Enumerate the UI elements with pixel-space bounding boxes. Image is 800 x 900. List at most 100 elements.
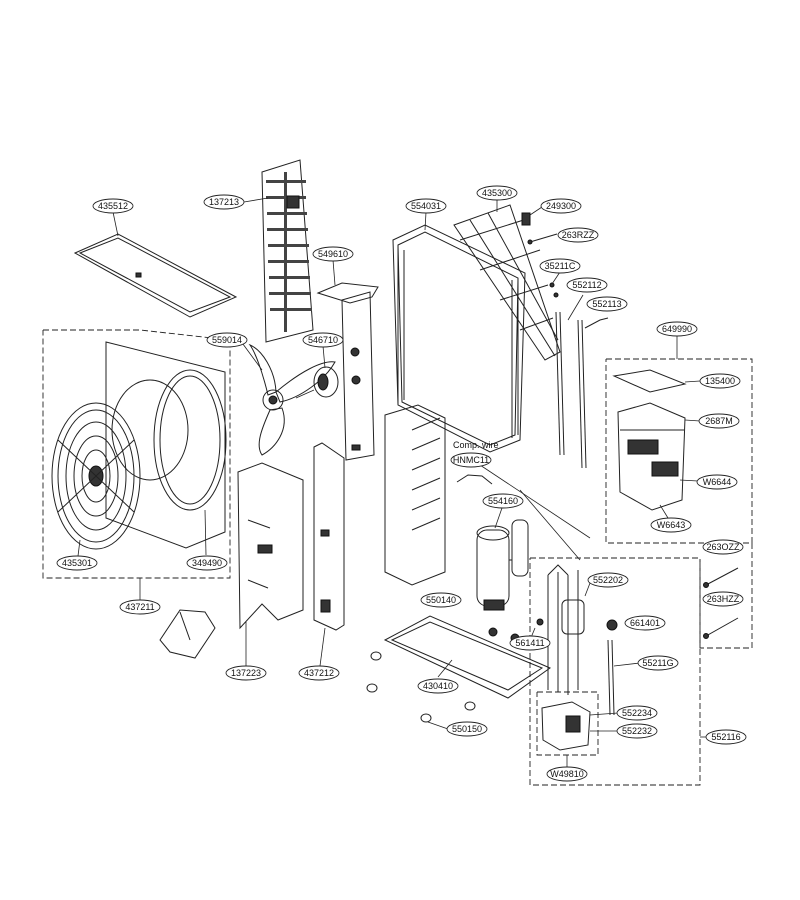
svg-text:Comp. wire: Comp. wire bbox=[453, 440, 499, 450]
svg-text:137213: 137213 bbox=[209, 197, 239, 207]
terminal-box bbox=[541, 701, 591, 751]
rear-wire-guard bbox=[453, 204, 561, 361]
callout-552116: 552116 bbox=[705, 729, 747, 745]
svg-text:435301: 435301 bbox=[62, 558, 92, 568]
callout-135400: 135400 bbox=[699, 373, 741, 389]
motor-bracket bbox=[316, 282, 379, 461]
svg-text:435512: 435512 bbox=[98, 201, 128, 211]
condenser-coil bbox=[392, 224, 526, 453]
front-shroud bbox=[105, 341, 227, 549]
callout-w6644: W6644 bbox=[696, 474, 738, 490]
partition-plate bbox=[384, 404, 446, 586]
callout-137213: 137213 bbox=[203, 194, 245, 210]
svg-text:263OZZ: 263OZZ bbox=[706, 542, 740, 552]
fan-guard bbox=[51, 402, 141, 550]
callout-552112: 552112 bbox=[566, 277, 608, 293]
svg-text:550140: 550140 bbox=[426, 595, 456, 605]
callout-552232: 552232 bbox=[616, 723, 658, 739]
svg-text:W6643: W6643 bbox=[657, 520, 686, 530]
svg-text:249300: 249300 bbox=[546, 201, 576, 211]
service-valve bbox=[606, 619, 618, 631]
thermistor-263ozz bbox=[703, 567, 739, 588]
refrigerant-pipes-upper bbox=[549, 282, 609, 469]
svg-text:559014: 559014 bbox=[212, 335, 242, 345]
side-panel-left bbox=[313, 442, 345, 631]
terminal-box-group-box bbox=[536, 691, 599, 756]
svg-text:554031: 554031 bbox=[411, 201, 441, 211]
callout-552202: 552202 bbox=[587, 572, 629, 588]
callout-561411: 561411 bbox=[509, 635, 551, 651]
svg-text:349490: 349490 bbox=[192, 558, 222, 568]
svg-text:35211C: 35211C bbox=[545, 261, 576, 271]
piping-assembly-group-box bbox=[529, 557, 701, 786]
fan-motor bbox=[295, 366, 339, 399]
thermistor-263hzz bbox=[703, 617, 739, 639]
callout-649990: 649990 bbox=[656, 321, 698, 337]
svg-text:W6644: W6644 bbox=[703, 477, 732, 487]
callout-55211g: 55211G bbox=[637, 655, 679, 671]
base-bracket bbox=[159, 609, 216, 659]
callout-661401: 661401 bbox=[624, 615, 666, 631]
callout-349490: 349490 bbox=[186, 555, 228, 571]
svg-text:552112: 552112 bbox=[572, 280, 601, 290]
svg-text:550150: 550150 bbox=[452, 724, 482, 734]
svg-text:552202: 552202 bbox=[593, 575, 623, 585]
callout-552234: 552234 bbox=[616, 705, 658, 721]
svg-text:137223: 137223 bbox=[231, 668, 261, 678]
svg-text:263RZZ: 263RZZ bbox=[562, 230, 595, 240]
vibration-pads bbox=[366, 651, 476, 723]
svg-text:55211G: 55211G bbox=[642, 658, 673, 668]
callout-550150: 550150 bbox=[446, 721, 488, 737]
callout-249300: 249300 bbox=[540, 198, 582, 214]
callout-137223: 137223 bbox=[225, 665, 267, 681]
svg-text:649990: 649990 bbox=[662, 324, 692, 334]
compressor bbox=[476, 519, 529, 611]
svg-text:552116: 552116 bbox=[711, 732, 740, 742]
svg-text:561411: 561411 bbox=[515, 638, 544, 648]
fan-assembly-group-box bbox=[42, 329, 231, 579]
valve-clip bbox=[521, 206, 543, 226]
callout-263rzz: 263RZZ bbox=[557, 227, 599, 243]
svg-text:554160: 554160 bbox=[488, 496, 518, 506]
propeller-fan bbox=[248, 343, 336, 456]
callout-554031: 554031 bbox=[405, 198, 447, 214]
reversing-valve-pipe bbox=[607, 639, 641, 716]
callout-437211: 437211 bbox=[119, 599, 161, 615]
svg-text:2687M: 2687M bbox=[705, 416, 733, 426]
callout-549610: 549610 bbox=[312, 246, 354, 262]
label-comp-wire: Comp. wire bbox=[453, 440, 499, 450]
callout-552113: 552113 bbox=[586, 296, 628, 312]
callout-263hzz: 263HZZ bbox=[702, 591, 744, 607]
base-pan bbox=[383, 615, 552, 699]
callout-550140: 550140 bbox=[420, 592, 462, 608]
control-box bbox=[617, 402, 686, 511]
svg-text:135400: 135400 bbox=[705, 376, 735, 386]
svg-text:549610: 549610 bbox=[318, 249, 348, 259]
thermistor-263rzz bbox=[527, 233, 558, 245]
svg-text:263HZZ: 263HZZ bbox=[707, 594, 740, 604]
callout-w49810: W49810 bbox=[546, 766, 588, 782]
svg-text:552113: 552113 bbox=[592, 299, 621, 309]
svg-text:HNMC11: HNMC11 bbox=[453, 455, 489, 465]
callout-435300: 435300 bbox=[476, 185, 518, 201]
svg-text:661401: 661401 bbox=[630, 618, 660, 628]
control-box-cover bbox=[612, 369, 687, 393]
callout-263ozz: 263OZZ bbox=[702, 539, 744, 555]
four-way-valve-piping bbox=[536, 564, 585, 695]
svg-text:W49810: W49810 bbox=[550, 769, 584, 779]
svg-text:552234: 552234 bbox=[622, 708, 652, 718]
callout-437212: 437212 bbox=[298, 665, 340, 681]
svg-text:437212: 437212 bbox=[304, 668, 334, 678]
compressor-wire bbox=[456, 464, 591, 561]
callout-2687m: 2687M bbox=[698, 413, 740, 429]
callout-435301: 435301 bbox=[56, 555, 98, 571]
svg-text:430410: 430410 bbox=[423, 681, 453, 691]
callout-435512: 435512 bbox=[92, 198, 134, 214]
callout-430410: 430410 bbox=[417, 678, 459, 694]
svg-text:437211: 437211 bbox=[125, 602, 154, 612]
callout-35211c: 35211C bbox=[539, 258, 581, 274]
top-cover-panel bbox=[73, 233, 238, 318]
rear-grille-panel bbox=[261, 159, 314, 343]
svg-text:435300: 435300 bbox=[482, 188, 512, 198]
